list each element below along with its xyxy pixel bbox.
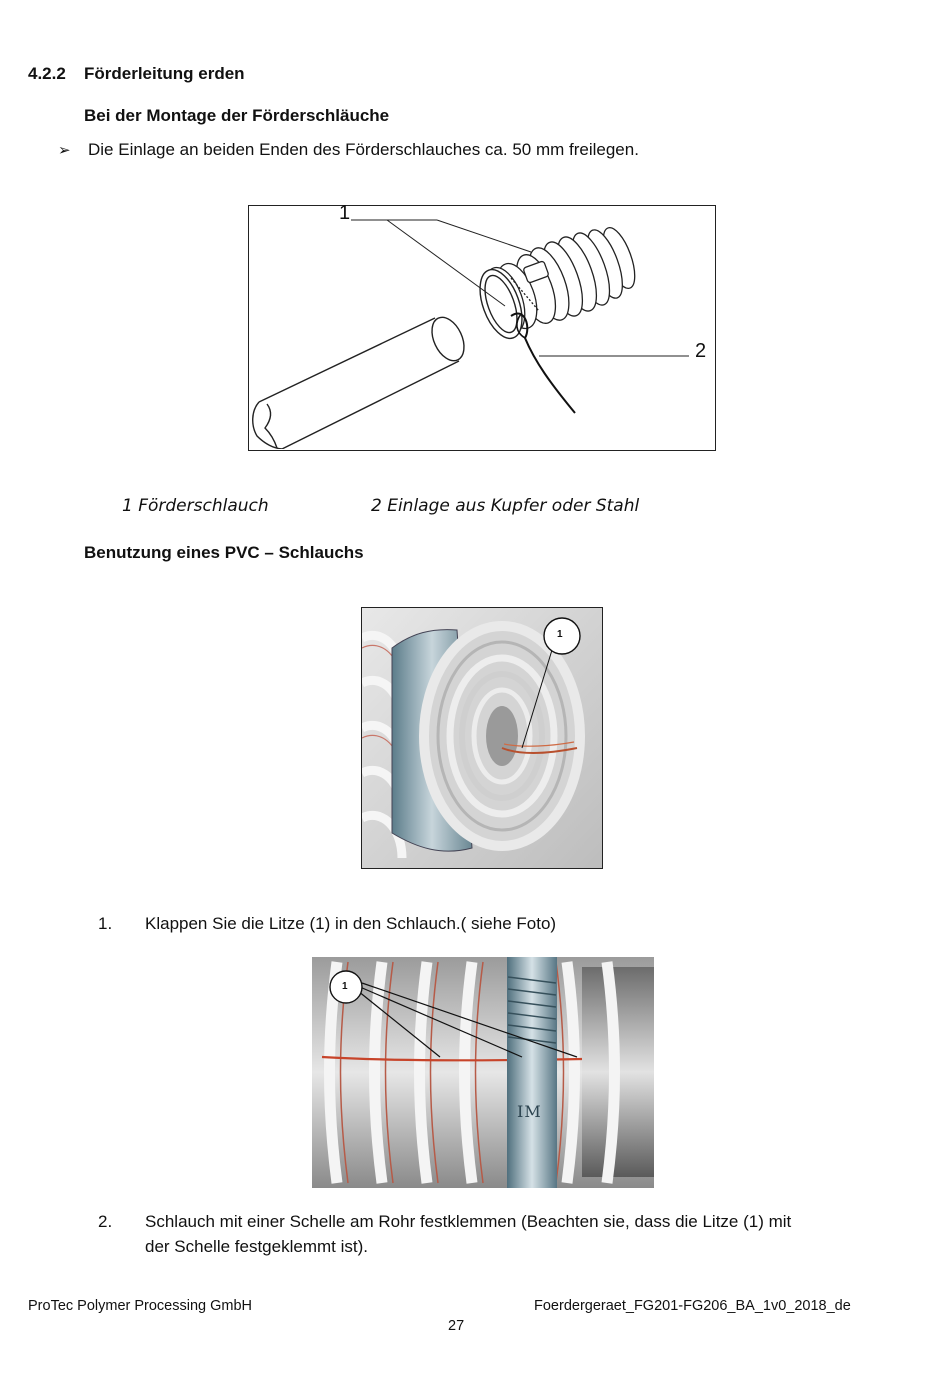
photo1-callout: 1 bbox=[557, 629, 563, 640]
caption-2: 2 Einlage aus Kupfer oder Stahl bbox=[371, 496, 640, 516]
section-heading: 4.2.2 Förderleitung erden bbox=[28, 64, 245, 84]
step-2-text-line1: Schlauch mit einer Schelle am Rohr festk… bbox=[145, 1212, 792, 1231]
callout-1: 1 bbox=[339, 202, 351, 224]
arrow-bullet-icon: ➢ bbox=[58, 142, 71, 159]
pvc-hose-photo-2: 1 IM bbox=[312, 957, 654, 1188]
step-1-text: Klappen Sie die Litze (1) in den Schlauc… bbox=[145, 914, 557, 933]
hose-drawing bbox=[252, 219, 689, 450]
section-title: Förderleitung erden bbox=[84, 64, 245, 83]
bullet-item: ➢ Die Einlage an beiden Enden des Förders… bbox=[58, 140, 639, 160]
step-1-number: 1. bbox=[98, 914, 113, 933]
pvc-hose-illustration-1 bbox=[362, 608, 602, 868]
footer-document-id: Foerdergeraet_FG201-FG206_BA_1v0_2018_de bbox=[534, 1298, 851, 1314]
photo2-callout: 1 bbox=[342, 981, 348, 992]
step-2-number: 2. bbox=[98, 1212, 113, 1231]
bullet-text: Die Einlage an beiden Enden des Fördersc… bbox=[88, 140, 639, 159]
footer-company: ProTec Polymer Processing GmbH bbox=[28, 1298, 253, 1314]
pvc-hose-photo-1: 1 bbox=[361, 607, 603, 869]
callout-2: 2 bbox=[695, 340, 707, 362]
caption-1: 1 Förderschlauch bbox=[122, 496, 269, 516]
hose-drawing-figure: 1 2 bbox=[248, 202, 716, 451]
mounting-heading: Bei der Montage der Förderschläuche bbox=[84, 106, 390, 125]
pvc-heading: Benutzung eines PVC – Schlauchs bbox=[84, 543, 364, 562]
clamp-marking: IM bbox=[517, 1102, 542, 1121]
page-number: 27 bbox=[448, 1318, 465, 1334]
section-number: 4.2.2 bbox=[28, 64, 66, 83]
pvc-hose-illustration-2 bbox=[312, 957, 654, 1188]
step-2-text-line2: der Schelle festgeklemmt ist). bbox=[145, 1237, 368, 1256]
